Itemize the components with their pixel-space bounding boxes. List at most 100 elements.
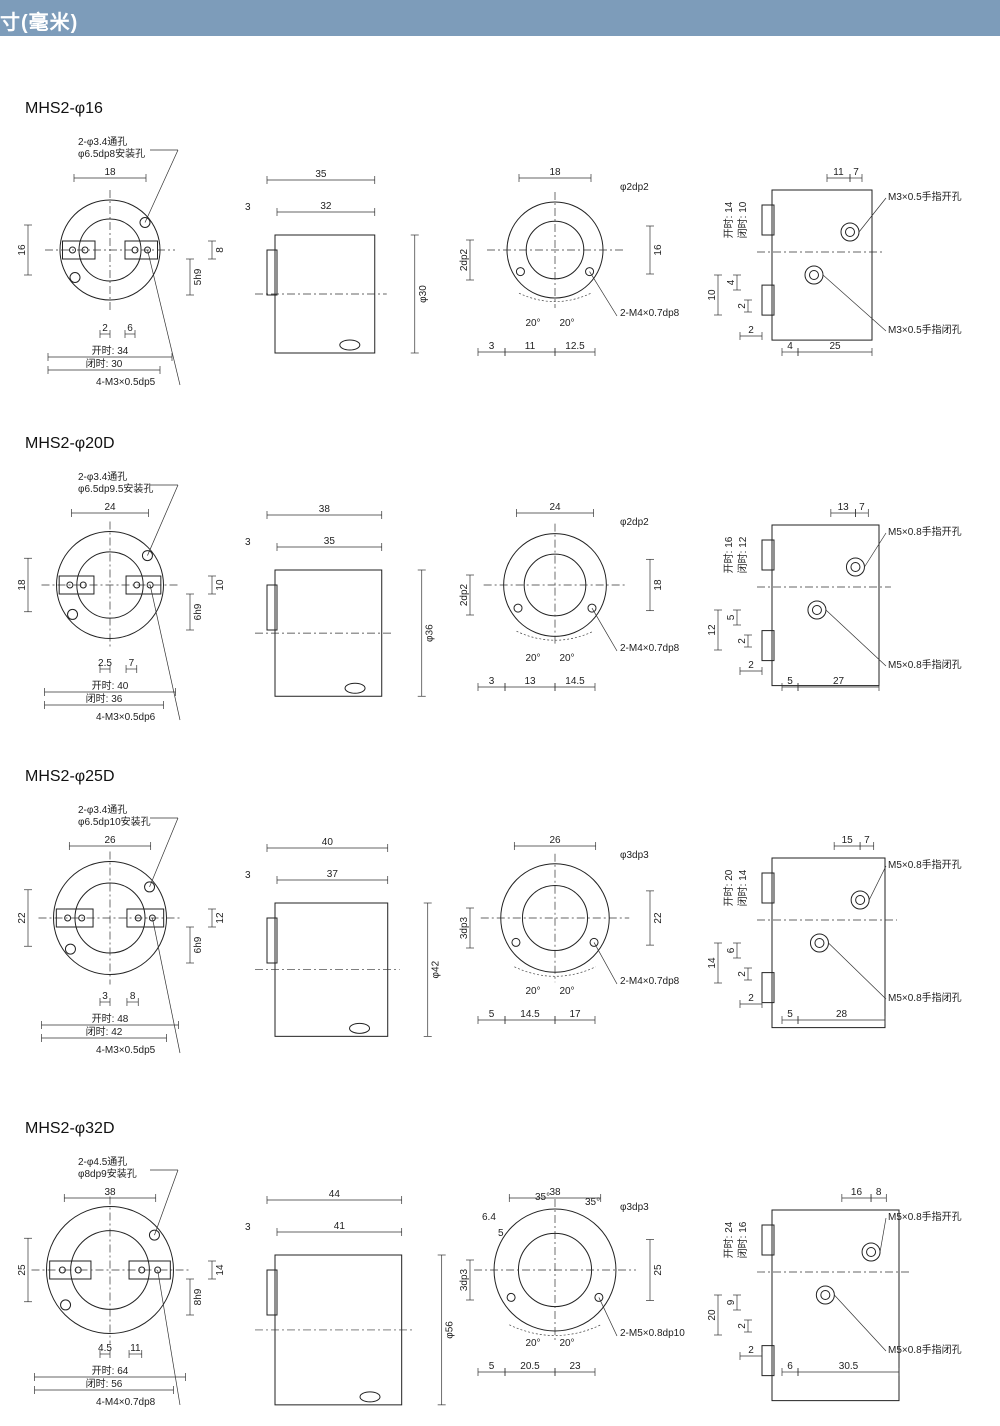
right-dim-v1: 12 [707,624,718,636]
right-note-open-port: M5×0.8手指开孔 [888,525,962,538]
side-jaw [266,1269,278,1316]
front-note-through-hole: 2-φ4.5通孔 [78,1156,127,1168]
rear-dim-left: 13 [524,676,536,687]
leader-line [598,1297,618,1337]
side-port [339,339,361,351]
rear-dim-offset: 5 [489,1009,495,1020]
front-dim-jaw-height: 14 [215,1264,226,1276]
side-port [349,1022,371,1034]
rear-view: 38φ3dp3253dp32-M5×0.8dp1020°20°35°35°6.4… [459,1187,685,1376]
leader-line [828,942,887,1000]
right-dim-port-x: 13 [838,502,850,513]
tap-hole [66,581,74,589]
rear-tap-hole [511,937,521,947]
right-dim-b2: 6 [787,1361,793,1372]
right-dim-b2: 5 [787,1009,793,1020]
rear-dim-width: 26 [549,835,561,846]
front-note-through-hole: 2-φ3.4通孔 [78,136,127,148]
leader-line [147,249,181,386]
front-dim-offset: 2 [102,323,108,334]
header-title: 寸(毫米) [0,12,79,34]
rear-dim-height: 22 [653,912,664,924]
rear-note-pin: φ3dp3 [620,1202,649,1213]
side-dim-diameter: φ30 [418,285,429,303]
open-port-hole [840,222,860,242]
front-dim-jaw-fit: 6h9 [193,936,204,953]
right-dim-open-v: 开时: 14 [723,201,735,238]
right-dim-closed-v: 闭时: 14 [736,869,749,906]
side-dim-gap: 3 [245,537,251,548]
front-dim-height: 22 [17,912,28,924]
mount-hole [148,1229,160,1241]
rear-dim-slot-width: 6.4 [482,1212,496,1223]
side-dim-length: 40 [322,837,334,848]
rear-dim-pin-depth: 2dp2 [459,583,470,606]
close-port-bore [811,605,822,615]
front-dim-jaw-height: 8 [215,247,226,253]
right-dim-b1: 2 [748,993,754,1004]
right-dim-b2: 5 [787,676,793,687]
front-dim-offset: 4.5 [98,1343,112,1354]
rear-angle-top-right: 35° [585,1197,600,1208]
right-jaw [761,1345,775,1377]
model-title-4: MHS2-φ32D [25,1120,115,1137]
front-note-tap: 4-M3×0.5dp6 [96,712,156,723]
model-title-1: MHS2-φ16 [25,100,103,117]
rear-dim-height: 18 [653,579,664,591]
rear-dim-pin-depth: 3dp3 [459,1268,470,1291]
right-dim-open-v: 开时: 24 [723,1221,735,1258]
rear-angle-top-left: 35° [535,1192,550,1203]
side-dim-body: 37 [327,869,339,880]
rear-angle-left: 20° [525,653,540,664]
rear-dim-pin-depth: 2dp2 [459,248,470,271]
side-port [344,682,366,694]
right-dim-closed-v: 闭时: 10 [736,201,749,238]
leader-line [147,484,179,556]
side-dim-diameter: φ42 [431,960,442,978]
front-dim-height: 18 [17,579,28,591]
rear-dim-width: 18 [549,167,561,178]
tap-hole [146,581,154,589]
rear-dim-left: 20.5 [520,1361,540,1372]
side-dim-body: 41 [334,1221,346,1232]
rear-note-pin: φ2dp2 [620,517,649,528]
right-note-open-port: M3×0.5手指开孔 [888,190,962,203]
mount-hole [144,881,156,893]
right-jaw [761,284,775,316]
rear-angle-arc [509,1324,601,1336]
right-note-close-port: M3×0.5手指闭孔 [888,323,962,336]
open-port-bore [855,895,866,905]
rear-note-pin: φ3dp3 [620,850,649,861]
front-note-through-hole: 2-φ3.4通孔 [78,804,127,816]
rear-dim-height: 16 [653,244,664,256]
front-dim-width: 18 [104,167,116,178]
side-dim-body: 35 [324,536,336,547]
model-title-2: MHS2-φ20D [25,435,115,452]
side-jaw [266,584,278,631]
open-port-bore [866,1247,877,1257]
right-jaw [761,539,775,571]
mount-hole [67,608,79,620]
front-dim-width: 38 [104,1187,116,1198]
rear-note-pin: φ2dp2 [620,182,649,193]
leader-line [154,1169,179,1236]
right-dim-port-offset: 8 [876,1187,882,1198]
right-dim-port-x: 16 [851,1187,863,1198]
right-body [771,1209,900,1402]
side-dim-diameter: φ36 [425,624,436,642]
right-dim-open-v: 开时: 20 [723,869,735,906]
rear-dim-offset: 5 [489,1361,495,1372]
rear-angle-right: 20° [559,1338,574,1349]
front-dim-open: 开时: 40 [92,680,129,692]
